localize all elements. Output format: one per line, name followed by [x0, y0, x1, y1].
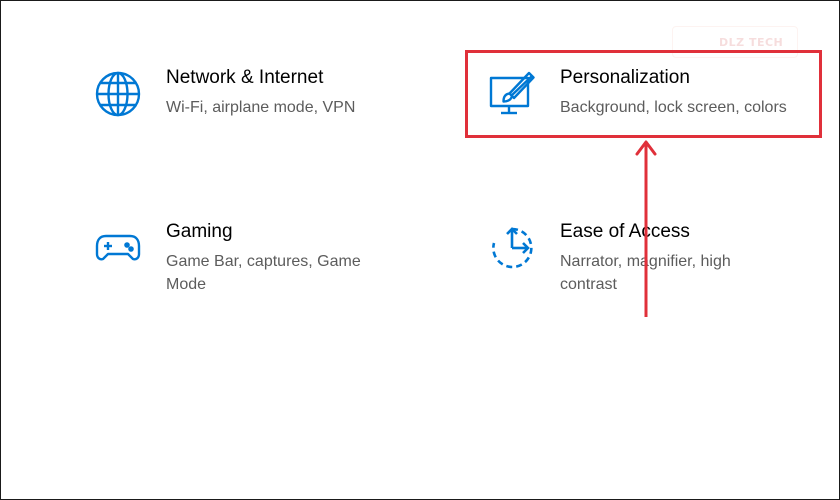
settings-tile-gaming[interactable]: Gaming Game Bar, captures, Game Mode: [94, 221, 361, 296]
settings-tile-ease-of-access[interactable]: Ease of Access Narrator, magnifier, high…: [488, 221, 731, 296]
annotation-arrow: [635, 140, 657, 317]
tile-description: Narrator, magnifier, high contrast: [560, 253, 731, 293]
highlight-box: [465, 50, 822, 138]
tile-description: Background, lock screen, colors: [560, 99, 787, 116]
watermark-logo: DLZ TECH: [672, 26, 798, 58]
tile-description: Game Bar, captures, Game Mode: [166, 253, 361, 293]
ease-of-access-icon: [488, 224, 536, 272]
tile-title: Gaming: [166, 221, 233, 242]
tile-title: Ease of Access: [560, 221, 690, 242]
tile-title: Personalization: [560, 67, 690, 88]
paint-monitor-icon: [488, 70, 536, 118]
watermark-text: DLZ TECH: [719, 35, 784, 49]
globe-icon: [94, 70, 142, 118]
tile-description: Wi-Fi, airplane mode, VPN: [166, 99, 356, 116]
settings-tile-personalization[interactable]: Personalization Background, lock screen,…: [488, 67, 787, 119]
tile-title: Network & Internet: [166, 67, 324, 88]
settings-tile-network[interactable]: Network & Internet Wi-Fi, airplane mode,…: [94, 67, 356, 119]
gamepad-icon: [94, 224, 142, 272]
